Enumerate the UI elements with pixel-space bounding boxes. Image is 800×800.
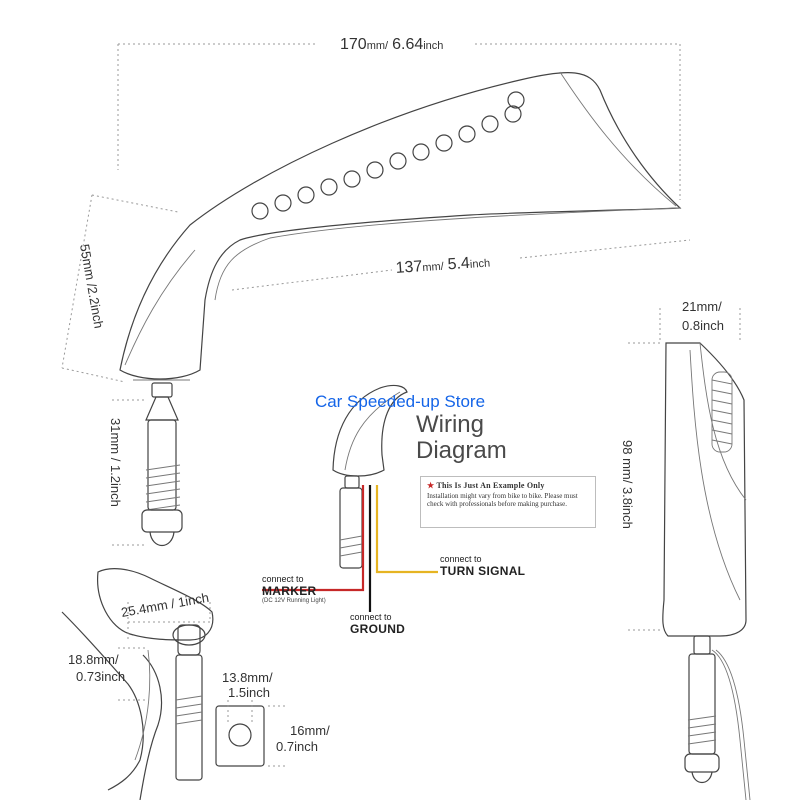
plate-size-label-1: 16mm/ bbox=[290, 723, 330, 738]
side-width-label-2: 0.8inch bbox=[682, 318, 724, 333]
marker-text: MARKER bbox=[262, 584, 317, 598]
hole-diameter-label-1: 13.8mm/ bbox=[222, 670, 273, 685]
ground-wire-label: connect to GROUND bbox=[350, 612, 405, 636]
height-dimension bbox=[61, 194, 179, 383]
turn-signal-wire-label: connect to TURN SIGNAL bbox=[440, 554, 525, 578]
side-width-label-1: 21mm/ bbox=[682, 299, 722, 314]
note-heading: ★ This Is Just An Example Only bbox=[427, 481, 589, 490]
mount-width-label-2: 0.73inch bbox=[76, 669, 125, 684]
height-label: 55mm /2.2inch bbox=[77, 243, 107, 330]
turn-text: TURN SIGNAL bbox=[440, 564, 526, 578]
hole-diameter-label-2: 1.5inch bbox=[228, 685, 270, 700]
mounting-bolt-icon bbox=[112, 382, 183, 547]
store-watermark: Car Speeded-up Store bbox=[314, 392, 486, 411]
wires bbox=[262, 485, 438, 612]
note-heading-text: This Is Just An Example Only bbox=[436, 481, 545, 490]
wiring-diagram-title: Wiring Diagram bbox=[416, 412, 576, 464]
inner-length-dimension bbox=[231, 239, 691, 291]
total-length-label: 170mm/6.64inch bbox=[340, 36, 443, 53]
example-note-box: ★ This Is Just An Example Only Installat… bbox=[420, 476, 596, 528]
turn-prefix: connect to bbox=[440, 554, 482, 564]
led-mirror-icon bbox=[119, 71, 682, 381]
mount-length-label: 25.4mm / 1inch bbox=[120, 590, 210, 620]
wiring-title-line-1: Wiring bbox=[416, 411, 485, 438]
ground-text: GROUND bbox=[350, 622, 406, 636]
ground-prefix: connect to bbox=[350, 612, 392, 622]
marker-prefix: connect to bbox=[262, 574, 304, 584]
note-body: Installation might vary from bike to bik… bbox=[427, 492, 578, 508]
total-length-dimension bbox=[117, 43, 681, 200]
plate-size-label-2: 0.7inch bbox=[276, 739, 318, 754]
led-holes bbox=[251, 91, 525, 220]
inner-length-label: 137mm/5.4inch bbox=[395, 253, 490, 277]
marker-subtext: (DC 12V Running Light) bbox=[262, 598, 326, 604]
marker-wire-label: connect to MARKER (DC 12V Running Light) bbox=[262, 574, 326, 604]
side-profile-view bbox=[628, 308, 751, 800]
side-height-label: 98 mm/ 3.8inch bbox=[620, 440, 635, 529]
stem-length-label: 31mm / 1.2inch bbox=[108, 418, 123, 507]
warning-star-icon: ★ bbox=[427, 481, 435, 490]
mount-width-label-1: 18.8mm/ bbox=[68, 652, 119, 667]
wiring-title-line-2: Diagram bbox=[416, 437, 507, 464]
side-led-strip bbox=[711, 371, 733, 453]
mount-detail-view bbox=[61, 568, 288, 800]
